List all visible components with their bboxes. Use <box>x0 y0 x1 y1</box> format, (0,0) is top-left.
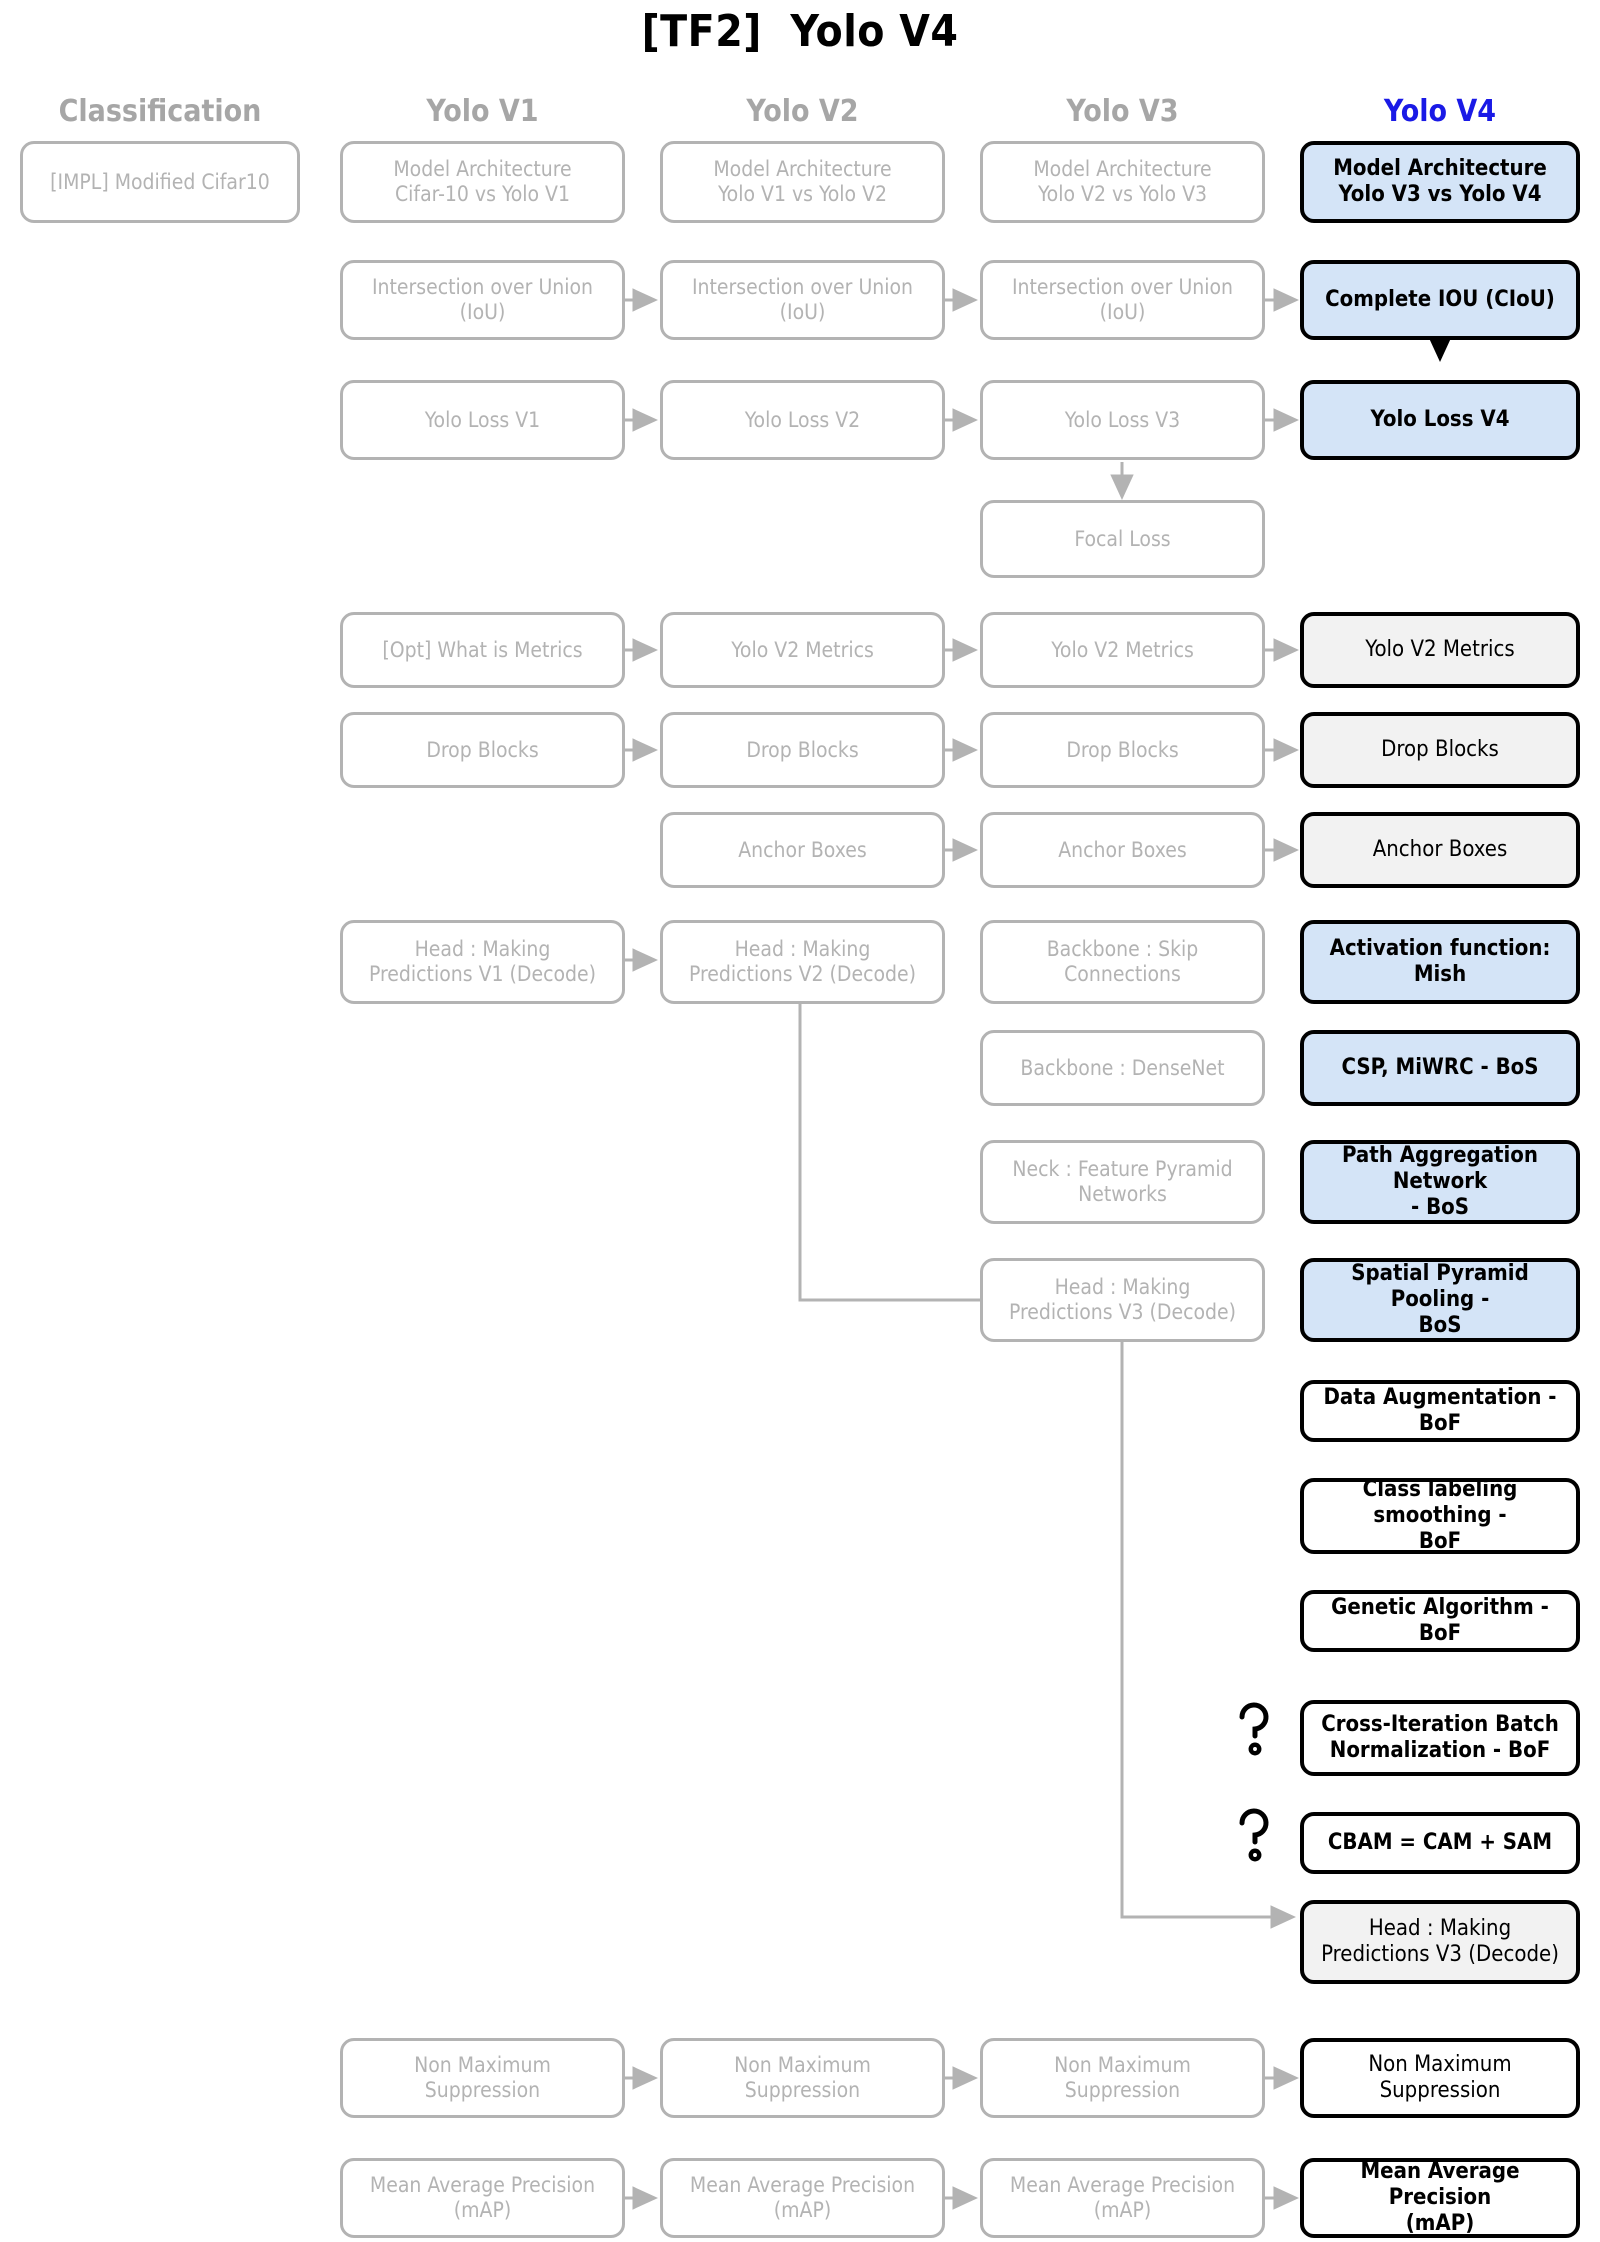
node-v1-drop-blocks[interactable]: Drop Blocks <box>340 712 625 788</box>
node-v1-yolo-loss[interactable]: Yolo Loss V1 <box>340 380 625 460</box>
node-v3-drop-blocks[interactable]: Drop Blocks <box>980 712 1265 788</box>
node-v2-drop-blocks[interactable]: Drop Blocks <box>660 712 945 788</box>
node-v3-backbone-densenet[interactable]: Backbone : DenseNet <box>980 1030 1265 1106</box>
question-mark-icon <box>1232 1806 1278 1864</box>
node-v3-model-architecture[interactable]: Model Architecture Yolo V2 vs Yolo V3 <box>980 141 1265 223</box>
node-v1-head-predictions[interactable]: Head : Making Predictions V1 (Decode) <box>340 920 625 1004</box>
node-v4-nms[interactable]: Non Maximum Suppression <box>1300 2038 1580 2118</box>
node-v2-iou[interactable]: Intersection over Union (IoU) <box>660 260 945 340</box>
node-v4-path-aggregation-network[interactable]: Path Aggregation Network - BoS <box>1300 1140 1580 1224</box>
node-v4-head-predictions[interactable]: Head : Making Predictions V3 (Decode) <box>1300 1900 1580 1984</box>
column-header-classification: Classification <box>58 94 262 129</box>
node-v1-nms[interactable]: Non Maximum Suppression <box>340 2038 625 2118</box>
node-v4-csp-miwrc[interactable]: CSP, MiWRC - BoS <box>1300 1030 1580 1106</box>
node-v4-model-architecture[interactable]: Model Architecture Yolo V3 vs Yolo V4 <box>1300 141 1580 223</box>
node-v2-yolo-loss[interactable]: Yolo Loss V2 <box>660 380 945 460</box>
node-v4-anchor-boxes[interactable]: Anchor Boxes <box>1300 812 1580 888</box>
node-v3-focal-loss[interactable]: Focal Loss <box>980 500 1265 578</box>
node-impl-modified-cifar10[interactable]: [IMPL] Modified Cifar10 <box>20 141 300 223</box>
column-header-yolov2: Yolo V2 <box>746 94 859 129</box>
node-v3-metrics[interactable]: Yolo V2 Metrics <box>980 612 1265 688</box>
node-v3-head-predictions[interactable]: Head : Making Predictions V3 (Decode) <box>980 1258 1265 1342</box>
node-v4-map[interactable]: Mean Average Precision (mAP) <box>1300 2158 1580 2238</box>
node-v4-cross-iteration-batch-norm[interactable]: Cross-Iteration Batch Normalization - Bo… <box>1300 1700 1580 1776</box>
node-v4-spatial-pyramid-pooling[interactable]: Spatial Pyramid Pooling - BoS <box>1300 1258 1580 1342</box>
node-v1-iou[interactable]: Intersection over Union (IoU) <box>340 260 625 340</box>
column-header-yolov4: Yolo V4 <box>1383 94 1497 129</box>
column-header-yolov3: Yolo V3 <box>1066 94 1179 129</box>
node-v2-anchor-boxes[interactable]: Anchor Boxes <box>660 812 945 888</box>
node-v2-nms[interactable]: Non Maximum Suppression <box>660 2038 945 2118</box>
node-v3-map[interactable]: Mean Average Precision (mAP) <box>980 2158 1265 2238</box>
node-v3-backbone-skip-connections[interactable]: Backbone : Skip Connections <box>980 920 1265 1004</box>
question-mark-icon <box>1232 1700 1278 1758</box>
node-v3-anchor-boxes[interactable]: Anchor Boxes <box>980 812 1265 888</box>
node-v1-model-architecture[interactable]: Model Architecture Cifar-10 vs Yolo V1 <box>340 141 625 223</box>
node-v2-map[interactable]: Mean Average Precision (mAP) <box>660 2158 945 2238</box>
node-v4-activation-mish[interactable]: Activation function: Mish <box>1300 920 1580 1004</box>
node-v3-yolo-loss[interactable]: Yolo Loss V3 <box>980 380 1265 460</box>
node-v4-metrics[interactable]: Yolo V2 Metrics <box>1300 612 1580 688</box>
column-header-yolov1: Yolo V1 <box>426 94 539 129</box>
node-v4-class-label-smoothing[interactable]: Class labeling smoothing - BoF <box>1300 1477 1580 1554</box>
node-v3-iou[interactable]: Intersection over Union (IoU) <box>980 260 1265 340</box>
node-v3-neck-fpn[interactable]: Neck : Feature Pyramid Networks <box>980 1140 1265 1224</box>
node-v4-genetic-algorithm[interactable]: Genetic Algorithm -BoF <box>1300 1590 1580 1652</box>
node-v4-cbam[interactable]: CBAM = CAM + SAM <box>1300 1812 1580 1874</box>
node-v4-complete-iou[interactable]: Complete IOU (CIoU) <box>1300 260 1580 340</box>
node-v4-yolo-loss[interactable]: Yolo Loss V4 <box>1300 380 1580 460</box>
node-v2-head-predictions[interactable]: Head : Making Predictions V2 (Decode) <box>660 920 945 1004</box>
page-title: [TF2] Yolo V4 <box>641 6 959 57</box>
node-v1-metrics[interactable]: [Opt] What is Metrics <box>340 612 625 688</box>
node-v1-map[interactable]: Mean Average Precision (mAP) <box>340 2158 625 2238</box>
node-v2-metrics[interactable]: Yolo V2 Metrics <box>660 612 945 688</box>
node-v4-data-augmentation[interactable]: Data Augmentation - BoF <box>1300 1380 1580 1442</box>
node-v2-model-architecture[interactable]: Model Architecture Yolo V1 vs Yolo V2 <box>660 141 945 223</box>
node-v3-nms[interactable]: Non Maximum Suppression <box>980 2038 1265 2118</box>
node-v4-drop-blocks[interactable]: Drop Blocks <box>1300 712 1580 788</box>
